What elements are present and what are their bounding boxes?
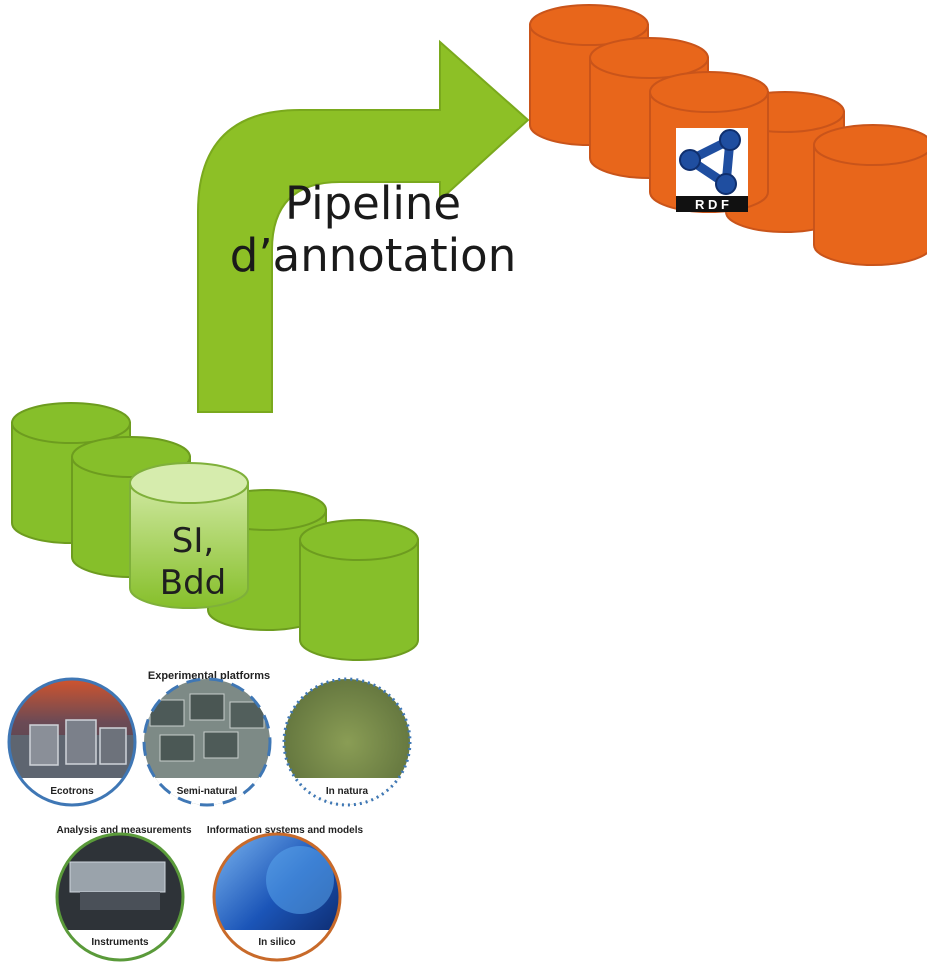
pipeline-label-line2: d’annotation	[229, 229, 517, 282]
pipeline-label: Pipeline d’annotation	[228, 178, 518, 282]
instruments-label: Instruments	[91, 937, 149, 948]
source-database-stack	[11, 402, 419, 661]
in-natura-circle: In natura	[282, 677, 412, 807]
annotation-pipeline-arrow	[197, 39, 530, 413]
info-systems-heading: Information systems and models	[207, 825, 364, 836]
in-natura-label: In natura	[326, 786, 369, 797]
ecotrons-circle: Ecotrons	[7, 677, 137, 807]
green-cylinder-light	[129, 462, 249, 609]
analysis-heading: Analysis and measurements	[56, 825, 191, 836]
source-db-label-line2: Bdd	[159, 563, 227, 603]
instruments-circle: Instruments	[55, 832, 185, 962]
green-cylinder-5	[299, 519, 419, 661]
semi-natural-circle: Semi-natural	[142, 677, 272, 807]
in-silico-label: In silico	[258, 937, 295, 948]
rdf-logo-icon: R D F	[676, 128, 748, 212]
orange-cylinder-5	[813, 124, 927, 266]
source-db-label: SI, Bdd	[135, 520, 251, 604]
platforms-figure: Experimental platforms Ecotrons	[7, 670, 412, 962]
ecotrons-label: Ecotrons	[50, 786, 94, 797]
semi-natural-label: Semi-natural	[177, 786, 238, 797]
platforms-heading: Experimental platforms	[148, 670, 270, 682]
rdf-database-stack: R D F	[529, 4, 927, 266]
in-silico-circle: In silico	[212, 832, 342, 962]
rdf-logo-text: R D F	[695, 197, 729, 212]
source-db-label-line1: SI,	[171, 521, 215, 561]
pipeline-label-line1: Pipeline	[284, 177, 462, 230]
